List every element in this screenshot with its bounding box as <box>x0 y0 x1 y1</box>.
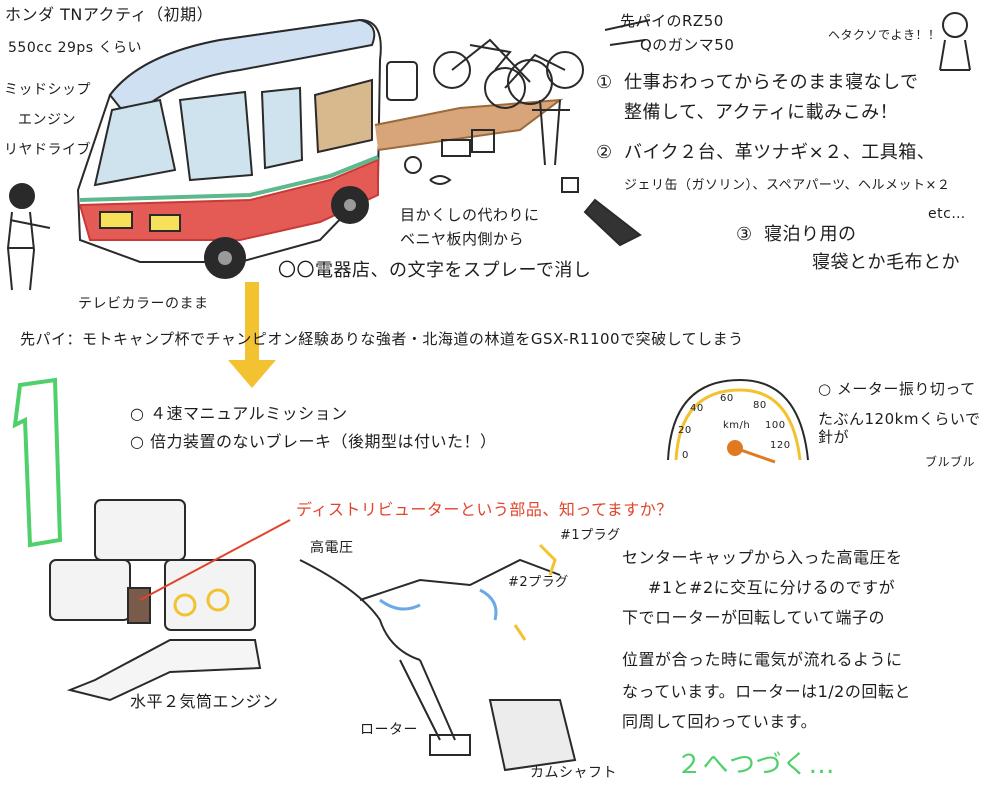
continue-text: ２へつづく… <box>676 750 836 780</box>
senpai-bike-title: 先パイのRZ50 <box>620 12 724 30</box>
van-drive-text: リヤドライブ <box>4 142 91 158</box>
van-layout-text-1: ミッドシップ <box>4 82 91 98</box>
meter-tick-20: 20 <box>678 425 692 436</box>
van-model-text: ホンダ TNアクティ（初期） <box>5 5 214 24</box>
plan-label-3: ③ <box>736 224 753 245</box>
van-layout-text-2: エンジン <box>18 112 76 128</box>
tv-color-note: テレビカラーのまま <box>78 296 209 312</box>
explanation-line-1: センターキャップから入った高電圧を <box>622 548 903 567</box>
camshaft-label: カムシャフト <box>530 765 617 781</box>
spray-note: 〇〇電器店、の文字をスプレーで消し <box>278 260 592 281</box>
meter-tick-60: 60 <box>720 393 734 404</box>
plan-2-line-b: ジェリ缶（ガソリン）、スペアパーツ、ヘルメット×２ <box>624 178 951 193</box>
rotor-label: ローター <box>360 722 418 738</box>
explanation-line-2: #1と#2に交互に分けるのですが <box>648 578 896 597</box>
gear-drawing <box>386 19 651 247</box>
meter-unit: km/h <box>723 420 751 431</box>
senpai-bike-sub: Qのガンマ50 <box>640 36 735 54</box>
q-person-drawing <box>939 12 971 71</box>
meter-tick-100: 100 <box>765 420 786 431</box>
plug-1-label: #1プラグ <box>560 528 621 543</box>
plug-2-label: #2プラグ <box>508 575 569 590</box>
engine-drawing <box>49 499 262 702</box>
plan-label-2: ② <box>596 142 613 163</box>
plan-label-1: ① <box>596 72 613 93</box>
meter-tick-40: 40 <box>690 403 704 414</box>
explanation-line-4: 位置が合った時に電気が流れるように <box>622 650 903 669</box>
person-left-drawing <box>6 183 51 291</box>
plan-1-line-a: 仕事おわってからそのまま寝なしで <box>624 72 919 93</box>
meter-note-2: たぶん120kmくらいで針が <box>818 410 981 446</box>
plan-2-line-a: バイク２台、革ツナギ×２、工具箱、 <box>624 142 936 163</box>
plan-3-line-b: 寝袋とか毛布とか <box>812 252 960 273</box>
van-drawing <box>76 18 564 279</box>
meter-note-1-text: メーター振り切って <box>836 380 976 398</box>
down-arrow <box>228 282 276 388</box>
van-engine-spec-text: 550cc 29ps くらい <box>8 40 143 56</box>
plan-1-line-b: 整備して、アクティに載みこみ！ <box>624 102 899 123</box>
distributor-drawing <box>299 543 577 772</box>
explanation-line-3: 下でローターが回転していて端子の <box>622 608 886 627</box>
spec-bullet-2-text: 倍力装置のないブレーキ（後期型は付いた！） <box>150 432 497 451</box>
meter-note-3: ブルブル <box>925 455 976 469</box>
spec-bullet-1-text: ４速マニュアルミッション <box>150 404 348 423</box>
spec-bullet-1: ○ ４速マニュアルミッション <box>130 404 348 423</box>
plan-2-line-c: etc… <box>928 206 966 222</box>
plan-3-line-a: 寝泊り用の <box>764 224 857 245</box>
speedometer-drawing <box>667 378 809 464</box>
spec-bullet-2: ○ 倍力装置のないブレーキ（後期型は付いた！） <box>130 432 497 451</box>
meter-tick-80: 80 <box>753 400 767 411</box>
senpai-profile-text: 先パイ：モトキャンプ杯でチャンピオン経験ありな強者・北海道の林道をGSX-R11… <box>20 330 744 348</box>
distributor-question: ディストリビューターという部品、知ってますか？ <box>296 500 673 519</box>
plywood-note-2: ベニヤ板内側から <box>400 230 525 248</box>
big-number-1-shape <box>12 377 63 548</box>
meter-tick-0: 0 <box>682 450 689 461</box>
q-speech-text: ヘタクソでよき！！ <box>828 28 941 42</box>
high-voltage-label: 高電圧 <box>310 540 354 556</box>
engine-label: 水平２気筒エンジン <box>130 692 279 711</box>
explanation-line-5: なっています。ローターは1/2の回転と <box>622 682 911 701</box>
meter-note-1: ○ メーター振り切って <box>818 380 976 398</box>
plywood-note-1: 目かくしの代わりに <box>400 206 540 224</box>
distributor-pointer-line <box>139 519 291 601</box>
meter-tick-120: 120 <box>770 440 791 451</box>
explanation-line-6: 同周して回わっています。 <box>622 712 818 731</box>
